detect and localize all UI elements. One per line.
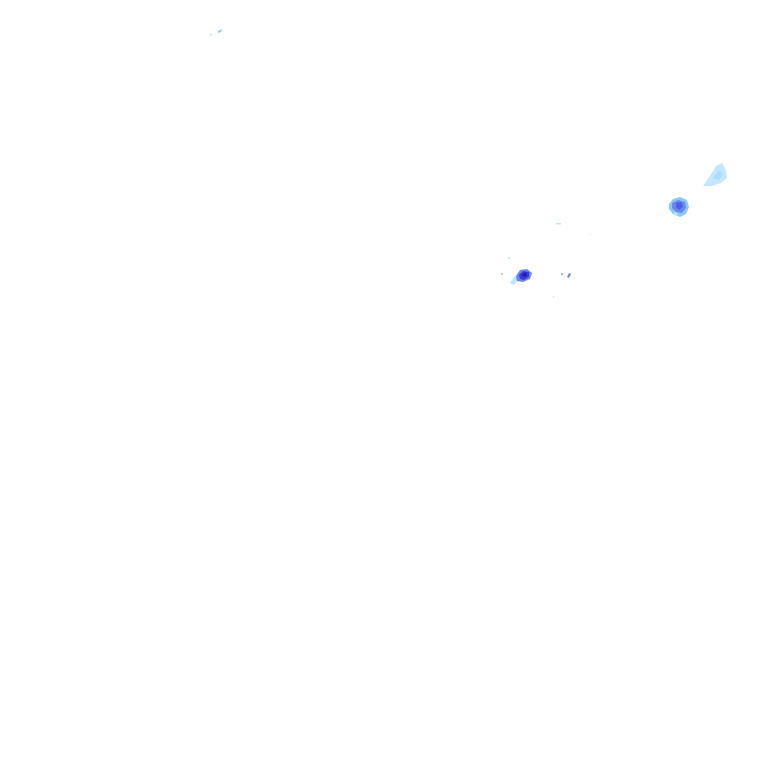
echo-central-cell xyxy=(501,257,532,285)
echo-east-cell xyxy=(669,197,689,217)
echo-scattered-specks xyxy=(553,223,591,298)
echo-far-northwest xyxy=(209,29,222,36)
echo-northeast-edge xyxy=(703,163,727,186)
